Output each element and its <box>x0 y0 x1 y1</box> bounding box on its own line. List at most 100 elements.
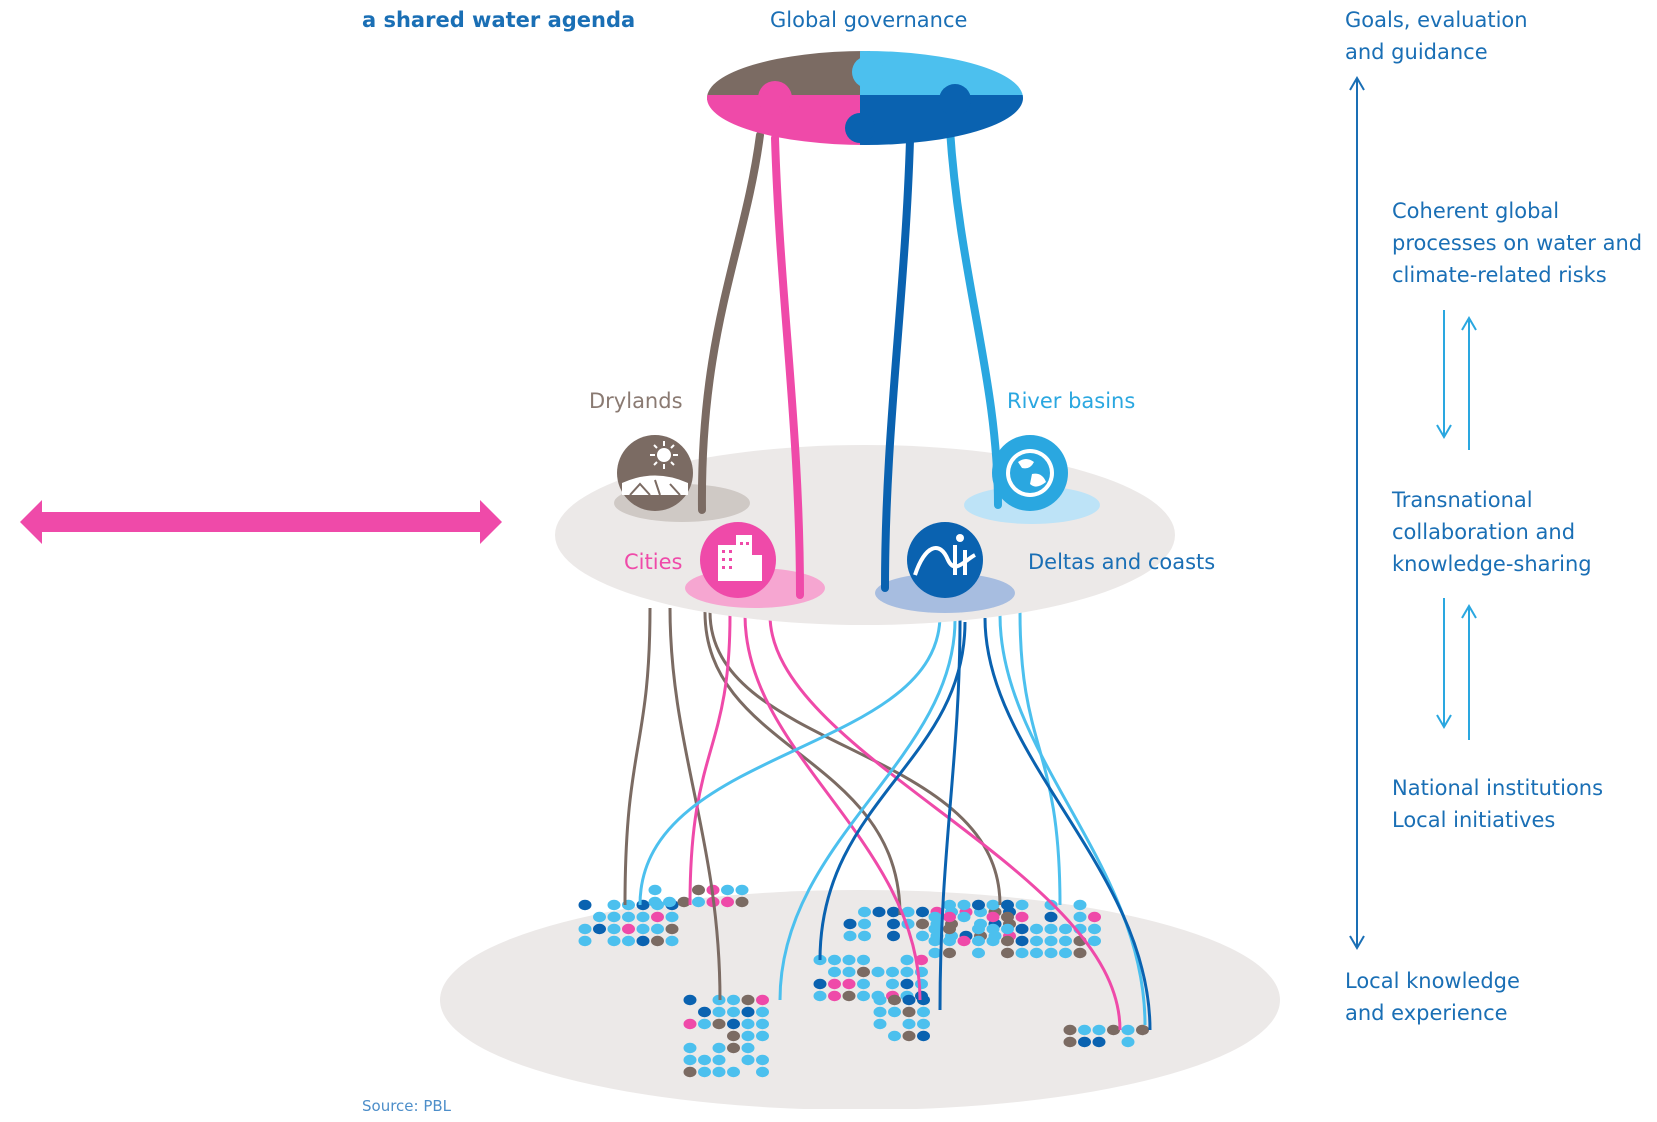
scale-middle-line: Transnational <box>1392 488 1533 512</box>
exchange-arrows-lower <box>1436 598 1477 740</box>
map-dot <box>902 1006 916 1018</box>
map-dot <box>692 896 705 908</box>
map-dot <box>578 899 592 911</box>
map-dot <box>648 896 662 908</box>
map-dot <box>900 966 914 978</box>
local-connector <box>818 621 967 961</box>
map-dot <box>1107 1024 1120 1036</box>
map-dot <box>842 966 856 978</box>
map-dot <box>665 935 679 947</box>
map-dot <box>578 935 592 947</box>
cities-strand <box>771 134 804 599</box>
map-dot <box>828 978 841 990</box>
map-dot <box>1044 935 1058 947</box>
map-dot <box>857 978 870 990</box>
local-connector <box>703 611 902 916</box>
map-dot <box>842 954 856 966</box>
map-dot <box>636 923 650 935</box>
map-dot <box>677 896 691 908</box>
map-dot <box>727 1018 740 1030</box>
city-buildings-icon <box>700 522 776 598</box>
map-dot <box>1044 947 1058 959</box>
map-dot <box>622 923 635 935</box>
local-connector <box>638 614 942 906</box>
map-dot <box>858 906 871 918</box>
map-dot <box>888 1030 901 1042</box>
map-dot <box>721 896 734 908</box>
map-dot <box>698 1054 711 1066</box>
map-dot <box>712 1066 726 1078</box>
vertical-scale <box>1349 76 1365 950</box>
map-dot <box>857 954 870 966</box>
map-dot <box>1030 923 1043 935</box>
map-dot <box>888 994 901 1006</box>
map-dot <box>943 899 956 911</box>
map-dot <box>972 947 985 959</box>
local-connector <box>998 614 1147 1026</box>
map-dot <box>1073 899 1087 911</box>
upper-connectors <box>697 126 1002 599</box>
map-dot <box>698 1018 711 1030</box>
scale-upper-line: climate-related risks <box>1392 263 1607 287</box>
map-dot <box>1044 911 1058 923</box>
map-dot <box>651 935 664 947</box>
map-dot <box>887 930 900 942</box>
map-dot <box>741 994 755 1006</box>
scale-bottom-label: Local knowledge and experience <box>1345 965 1520 1029</box>
map-dot <box>607 911 621 923</box>
scale-middle-line: knowledge-sharing <box>1392 552 1592 576</box>
map-dot <box>873 1018 887 1030</box>
map-dot <box>872 906 886 918</box>
local-connector <box>668 607 722 1001</box>
map-dot <box>857 966 870 978</box>
map-dot <box>636 899 650 911</box>
map-dot <box>712 1006 726 1018</box>
map-dot <box>1073 947 1087 959</box>
map-dot <box>928 935 942 947</box>
map-dot <box>1088 923 1101 935</box>
map-dot <box>665 911 679 923</box>
river-basins-label: River basins <box>1007 389 1136 413</box>
map-dot <box>665 923 679 935</box>
map-dot <box>828 966 841 978</box>
scale-lower-line: National institutions <box>1392 776 1604 800</box>
local-connector <box>1018 611 1062 906</box>
map-dot <box>607 923 621 935</box>
map-dot <box>727 994 740 1006</box>
map-dot <box>916 930 929 942</box>
drylands-label: Drylands <box>589 389 683 413</box>
map-dot <box>916 906 929 918</box>
map-dot <box>1015 899 1029 911</box>
map-dot <box>683 1054 697 1066</box>
scale-bottom-line: Local knowledge <box>1345 969 1520 993</box>
map-dot <box>692 884 705 896</box>
wave-coast-icon <box>907 522 983 598</box>
map-dot <box>873 1006 887 1018</box>
map-dot <box>712 1054 726 1066</box>
map-dot <box>871 966 885 978</box>
map-dot <box>1044 923 1058 935</box>
deltas-label: Deltas and coasts <box>1028 550 1216 574</box>
map-dot <box>1063 1036 1077 1048</box>
map-dot <box>887 906 900 918</box>
map-dot <box>943 923 956 935</box>
map-dot <box>957 935 971 947</box>
map-dot <box>986 923 1000 935</box>
local-connector <box>768 614 1122 1031</box>
map-dot <box>636 935 650 947</box>
map-dot <box>1078 1036 1091 1048</box>
map-dot <box>1030 935 1043 947</box>
map-dot <box>663 896 676 908</box>
map-dot <box>928 911 942 923</box>
map-dot <box>986 911 1000 923</box>
map-dot <box>735 896 749 908</box>
map-dot <box>842 978 856 990</box>
local-connector <box>688 614 732 906</box>
map-dot <box>727 1066 740 1078</box>
map-dot <box>607 935 621 947</box>
map-dot <box>683 1018 697 1030</box>
subtitle: a shared water agenda <box>362 8 636 32</box>
map-dot <box>741 1054 755 1066</box>
map-dot <box>886 978 899 990</box>
